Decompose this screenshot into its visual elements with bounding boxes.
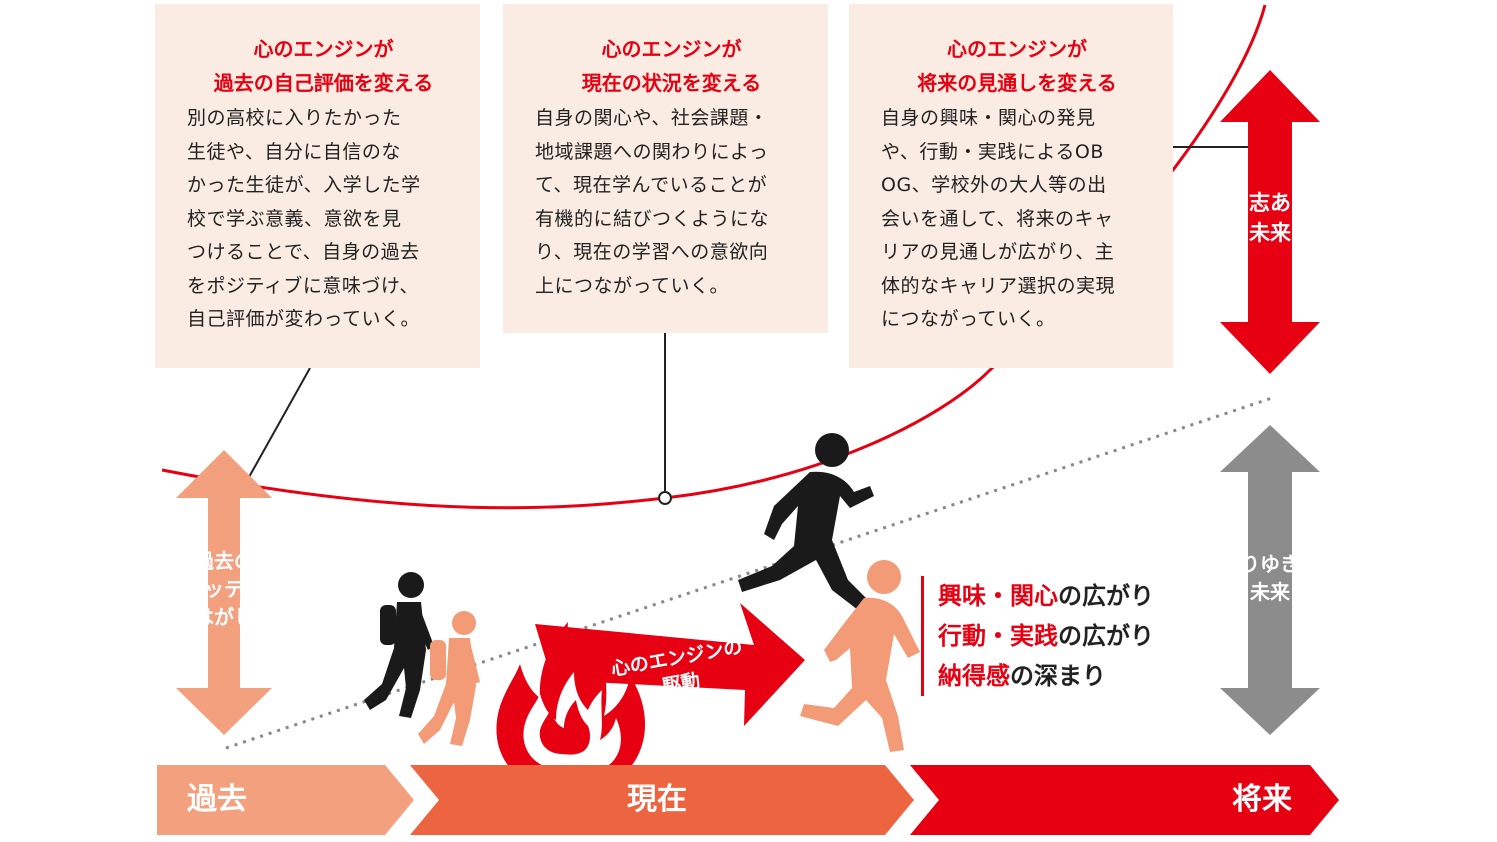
drift-future-line-2: 未来: [1250, 580, 1290, 604]
walking-student-dark-figure: [364, 572, 434, 718]
card-past-body-line: つけることで、自身の過去: [187, 241, 420, 263]
connector-present-dot: [658, 491, 672, 505]
card-past-body: 別の高校に入りたかった 生徒や、自分に自信のな かった生徒が、入学した学 校で学…: [187, 102, 460, 337]
card-present-title: 心のエンジンが 現在の状況を変える: [535, 32, 808, 100]
running-adult-light-figure: [800, 560, 920, 752]
card-future-body-line: 会いを通して、将来のキャ: [881, 207, 1114, 230]
flame-icon: [496, 622, 646, 791]
growth-item-conviction: 納得感の深まり: [938, 656, 1154, 696]
card-past-body-line: 校で学ぶ意義、意欲を見: [187, 207, 402, 230]
timeline-past-label: 過去: [187, 782, 247, 817]
card-future-title-line-2: 将来の見通しを変える: [917, 71, 1117, 95]
past-label-line-3: はがし: [194, 605, 254, 629]
growth-suffix: の深まり: [1010, 662, 1106, 690]
past-label-arrow: [176, 450, 272, 735]
growth-keyword: 関心: [1010, 582, 1058, 610]
growth-keyword: 納得感: [938, 662, 1010, 690]
card-present-body: 自身の関心や、社会課題・ 地域課題への関わりによっ て、現在学んでいることが 有…: [535, 102, 808, 303]
growth-separator: ・: [986, 582, 1010, 610]
card-present-title-line-1: 心のエンジンが: [601, 37, 742, 61]
card-past-title-line-1: 心のエンジンが: [253, 37, 394, 61]
growth-separator: ・: [986, 622, 1010, 650]
card-future-body-line: 自身の興味・関心の発見: [881, 107, 1096, 129]
drift-future-text: なりゆきの 未来: [1200, 550, 1340, 606]
purposeful-future-arrow: [1220, 70, 1320, 374]
card-past-title: 心のエンジンが 過去の自己評価を変える: [187, 32, 460, 100]
card-past-body-line: をポジティブに意味づけ、: [187, 274, 419, 297]
card-present-body-line: り、現在の学習への意欲向: [535, 241, 769, 263]
timeline-present-band: [410, 765, 914, 835]
past-label-line-1: 過去の: [194, 549, 254, 573]
growth-suffix: の広がり: [1058, 582, 1154, 610]
engine-arrow: [535, 603, 805, 726]
card-past-body-line: 生徒や、自分に自信のな: [187, 140, 401, 163]
card-future-title-line-1: 心のエンジンが: [947, 37, 1087, 61]
card-future-body-line: OG、学校外の大人等の出: [881, 174, 1107, 196]
walking-student-light-figure: [418, 611, 480, 746]
running-adult-dark-figure: [738, 433, 874, 610]
growth-list: 興味・関心の広がり 行動・実践の広がり 納得感の深まり: [921, 576, 1154, 696]
card-past-body-line: 別の高校に入りたかった: [187, 107, 402, 129]
card-present-body-line: 自身の関心や、社会課題・: [535, 107, 769, 129]
card-past-body-line: 自己評価が変わっていく。: [187, 308, 421, 330]
growth-keyword: 行動: [938, 622, 986, 650]
purposeful-future-text: 意志ある 未来: [1205, 188, 1335, 248]
purposeful-future-line-1: 意志ある: [1228, 191, 1312, 215]
card-future-body-line: につながっていく。: [881, 308, 1056, 330]
growth-suffix: の広がり: [1058, 622, 1154, 650]
purposeful-future-line-2: 未来: [1249, 221, 1291, 245]
card-present-body-line: 有機的に結びつくようにな: [535, 207, 770, 230]
drift-future-line-1: なりゆきの: [1220, 552, 1320, 576]
card-future-title: 心のエンジンが 将来の見通しを変える: [881, 32, 1153, 100]
card-present: 心のエンジンが 現在の状況を変える 自身の関心や、社会課題・ 地域課題への関わり…: [503, 4, 828, 333]
card-present-body-line: 上につながっていく。: [535, 274, 730, 297]
growth-keyword: 実践: [1010, 622, 1058, 650]
card-future-body-line: や、行動・実践によるOB: [881, 140, 1104, 163]
timeline-past-band: [157, 765, 414, 835]
card-past: 心のエンジンが 過去の自己評価を変える 別の高校に入りたかった 生徒や、自分に自…: [155, 4, 480, 368]
timeline-future-band: [910, 765, 1339, 835]
card-present-title-line-2: 現在の状況を変える: [581, 71, 762, 95]
card-future-body: 自身の興味・関心の発見 や、行動・実践によるOB OG、学校外の大人等の出 会い…: [881, 102, 1153, 337]
growth-item-action: 行動・実践の広がり: [938, 616, 1154, 656]
card-future-body-line: 体的なキャリア選択の実現: [881, 274, 1116, 297]
drift-future-arrow: [1220, 425, 1320, 735]
growth-keyword: 興味: [938, 582, 986, 610]
card-present-body-line: て、現在学んでいることが: [535, 174, 768, 196]
timeline-present-label: 現在: [627, 782, 687, 817]
growth-item-interest: 興味・関心の広がり: [938, 576, 1154, 616]
past-label-line-2: レッテル: [184, 577, 264, 601]
timeline-future-label: 将来: [1232, 782, 1292, 817]
card-future-body-line: リアの見通しが広がり、主: [881, 241, 1115, 263]
trend-dotted-line: [225, 396, 1273, 750]
card-past-title-line-2: 過去の自己評価を変える: [213, 71, 434, 95]
card-past-body-line: かった生徒が、入学した学: [187, 174, 421, 196]
card-future: 心のエンジンが 将来の見通しを変える 自身の興味・関心の発見 や、行動・実践によ…: [849, 4, 1173, 368]
card-present-body-line: 地域課題への関わりによっ: [535, 140, 769, 163]
past-label-text: 過去の レッテル はがし: [174, 547, 274, 631]
